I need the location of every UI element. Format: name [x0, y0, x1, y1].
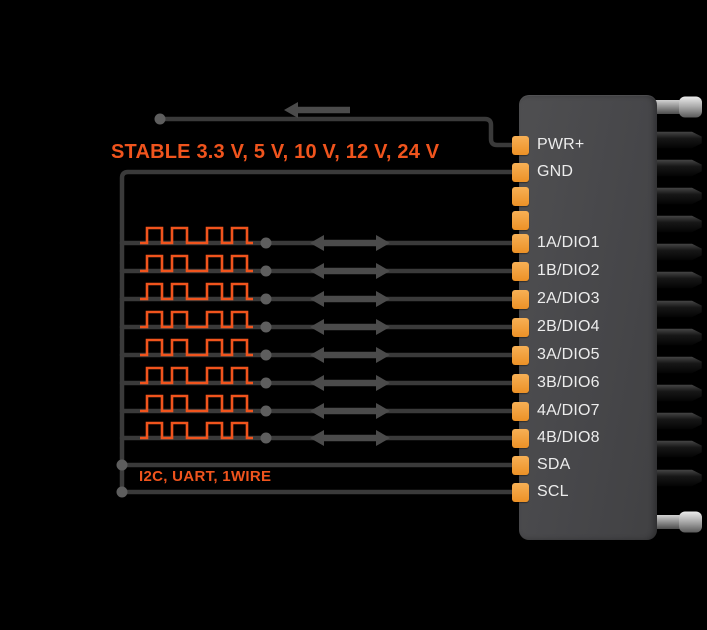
pin-label-scl: SCL — [537, 483, 569, 500]
double-headed-arrow-icon — [310, 291, 390, 307]
connector-pad-pwr — [512, 135, 529, 155]
power-voltages-note: STABLE 3.3 V, 5 V, 10 V, 12 V, 24 V — [111, 141, 440, 163]
pwr-wire — [157, 116, 523, 148]
double-headed-arrow-icon — [310, 403, 390, 419]
double-headed-arrow-icon — [310, 319, 390, 335]
pin-label-dio1: 1A/DIO1 — [537, 234, 600, 251]
pin-label-dio3: 2A/DIO3 — [537, 290, 600, 307]
double-headed-arrow-icon — [310, 347, 390, 363]
wire-endpoint-dot — [260, 405, 272, 417]
pin-label-dio6: 3B/DIO6 — [537, 374, 600, 391]
double-headed-arrow-icon — [310, 375, 390, 391]
pin-label-dio4: 2B/DIO4 — [537, 318, 600, 335]
connector-pad-dio3 — [512, 289, 529, 309]
connector-pad-dio6 — [512, 373, 529, 393]
wire-endpoint-dot — [116, 459, 128, 471]
pin-label-dio8: 4B/DIO8 — [537, 429, 600, 446]
connector-pad-dio2 — [512, 261, 529, 281]
wire-endpoint-dot — [260, 432, 272, 444]
wire-endpoint-dot — [260, 237, 272, 249]
wire-endpoint-dot — [260, 377, 272, 389]
connector-pad-dio1 — [512, 233, 529, 253]
pin-label-gnd: GND — [537, 163, 574, 180]
connector-pad-unused — [512, 210, 529, 230]
wire-endpoint-dot — [154, 113, 166, 125]
connector-pad-dio7 — [512, 401, 529, 421]
wire-endpoint-dot — [260, 293, 272, 305]
connector-pad-scl — [512, 482, 529, 502]
wire-endpoint-dot — [260, 321, 272, 333]
wire-dots — [116, 113, 272, 498]
double-headed-arrow-icon — [310, 430, 390, 446]
connector-pad-unused — [512, 186, 529, 206]
connector-body — [519, 95, 657, 540]
wire-endpoint-dot — [260, 349, 272, 361]
pin-label-dio2: 1B/DIO2 — [537, 262, 600, 279]
pin-label-sda: SDA — [537, 456, 571, 473]
pin-label-dio7: 4A/DIO7 — [537, 402, 600, 419]
connector-pad-sda — [512, 455, 529, 475]
left-arrow-icon — [284, 102, 350, 118]
double-headed-arrow-icon — [310, 263, 390, 279]
connector-pad-dio4 — [512, 317, 529, 337]
pin-label-dio5: 3A/DIO5 — [537, 346, 600, 363]
connector-pad-dio5 — [512, 345, 529, 365]
connector-pad-gnd — [512, 162, 529, 182]
comm-protocols-note: I2C, UART, 1WIRE — [139, 468, 272, 485]
gnd-bus-wire — [119, 169, 523, 495]
connector-pad-dio8 — [512, 428, 529, 448]
wire-endpoint-dot — [116, 486, 128, 498]
double-headed-arrow-icon — [310, 235, 390, 251]
pin-label-pwr: PWR+ — [537, 136, 585, 153]
wire-endpoint-dot — [260, 265, 272, 277]
square-wave-icons — [138, 226, 255, 440]
